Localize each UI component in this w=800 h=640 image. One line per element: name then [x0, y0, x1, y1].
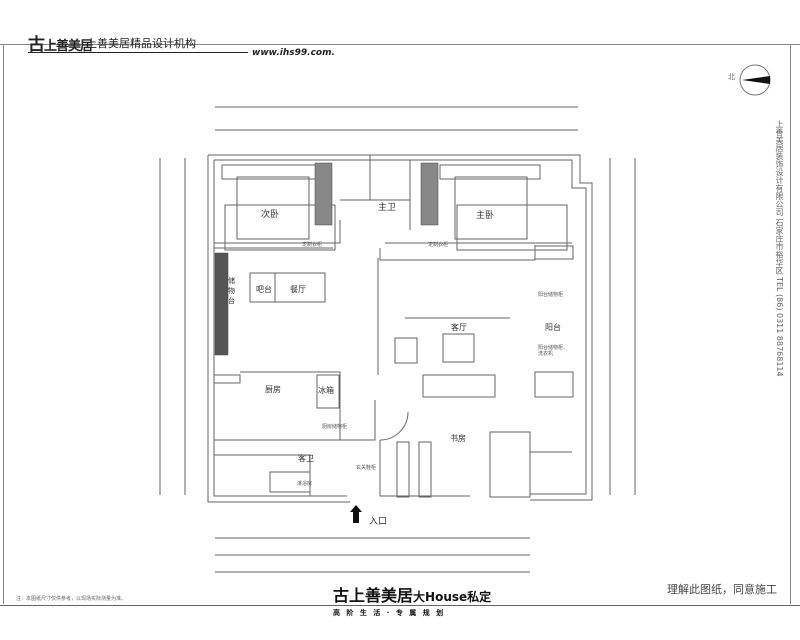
- logo-text: 上善美居: [44, 39, 93, 54]
- footer-slogan: 高 阶 生 活 · 专 属 规 划: [333, 609, 446, 617]
- room-label-balcony: 阳台: [545, 323, 561, 332]
- side-company-info: 上善美居装饰设计有限公司 石家庄市裕华区 TEL (86) 0311 88768…: [775, 120, 784, 377]
- frame-line-bottom: [0, 605, 800, 606]
- header-logo: 古上善美居: [28, 30, 93, 55]
- approval-text: 理解此图纸，同意施工: [667, 583, 777, 596]
- company-name: 上善美居精品设计机构: [86, 37, 196, 50]
- north-arrow-icon: [738, 63, 772, 97]
- room-label-kitchen: 厨房: [265, 385, 281, 394]
- compass-label: 北: [728, 73, 735, 81]
- footer-note: 注：本图纸尺寸仅供参考，以现场实际测量为准。: [16, 596, 127, 602]
- room-label-dining: 餐厅: [290, 285, 306, 294]
- room-label-fridge: 冰箱: [318, 386, 334, 395]
- room-label-master-bedroom: 主卧: [476, 211, 495, 221]
- armchair: [395, 338, 417, 363]
- coffee-table: [443, 334, 474, 362]
- footer-logo-text: 上善美居: [349, 586, 414, 605]
- logo-mark: 古: [28, 35, 45, 55]
- entry-note: 玄关鞋柜: [356, 465, 377, 471]
- website-link[interactable]: www.ihs99.com.: [252, 48, 335, 58]
- sofa: [423, 375, 495, 397]
- wardrobe-note-right: 定制衣柜: [428, 242, 449, 248]
- brick-wall: [215, 253, 228, 355]
- kitchen-note: 厨房储物柜: [322, 424, 348, 430]
- frame-line-left: [3, 44, 4, 604]
- header-underline: [28, 52, 248, 53]
- room-label-master-bath: 主卫: [378, 203, 397, 213]
- wardrobe-note-left: 定制衣柜: [302, 242, 323, 248]
- frame-line-right: [790, 44, 791, 604]
- room-label-study: 书房: [450, 434, 466, 443]
- wardrobe-right: [421, 163, 438, 225]
- fridge: [317, 375, 339, 408]
- wardrobe-left: [315, 163, 332, 225]
- bed-second-bedroom: [237, 177, 309, 239]
- entrance-arrow-icon: [350, 505, 362, 523]
- wall-interior: [214, 220, 340, 243]
- balcony-note: 阳台储物柜、洗衣机: [538, 345, 569, 357]
- wall-outer: [208, 155, 592, 500]
- bed-master-bedroom: [455, 177, 527, 239]
- room-label-second-bedroom: 次卧: [261, 210, 280, 220]
- footer-brand-logo: 古上善美居大House私定: [333, 582, 491, 606]
- room-label-guest-bath: 客卫: [298, 454, 314, 463]
- room-label-bar: 吧台: [256, 285, 272, 294]
- bath-note: 淋浴房: [297, 481, 313, 487]
- dining-table: [250, 273, 325, 302]
- balcony-note-top: 阳台储物柜: [538, 292, 564, 298]
- bathtub: [270, 472, 310, 492]
- footer-logo-mark: 古: [333, 586, 350, 605]
- room-label-living: 客厅: [451, 323, 467, 332]
- room-label-side-counter: 储物台: [228, 277, 235, 305]
- entrance-label: 入口: [369, 517, 388, 527]
- frame-line-top: [0, 44, 800, 45]
- footer-brand-suffix: 大House私定: [413, 590, 492, 604]
- door-swing: [380, 412, 408, 440]
